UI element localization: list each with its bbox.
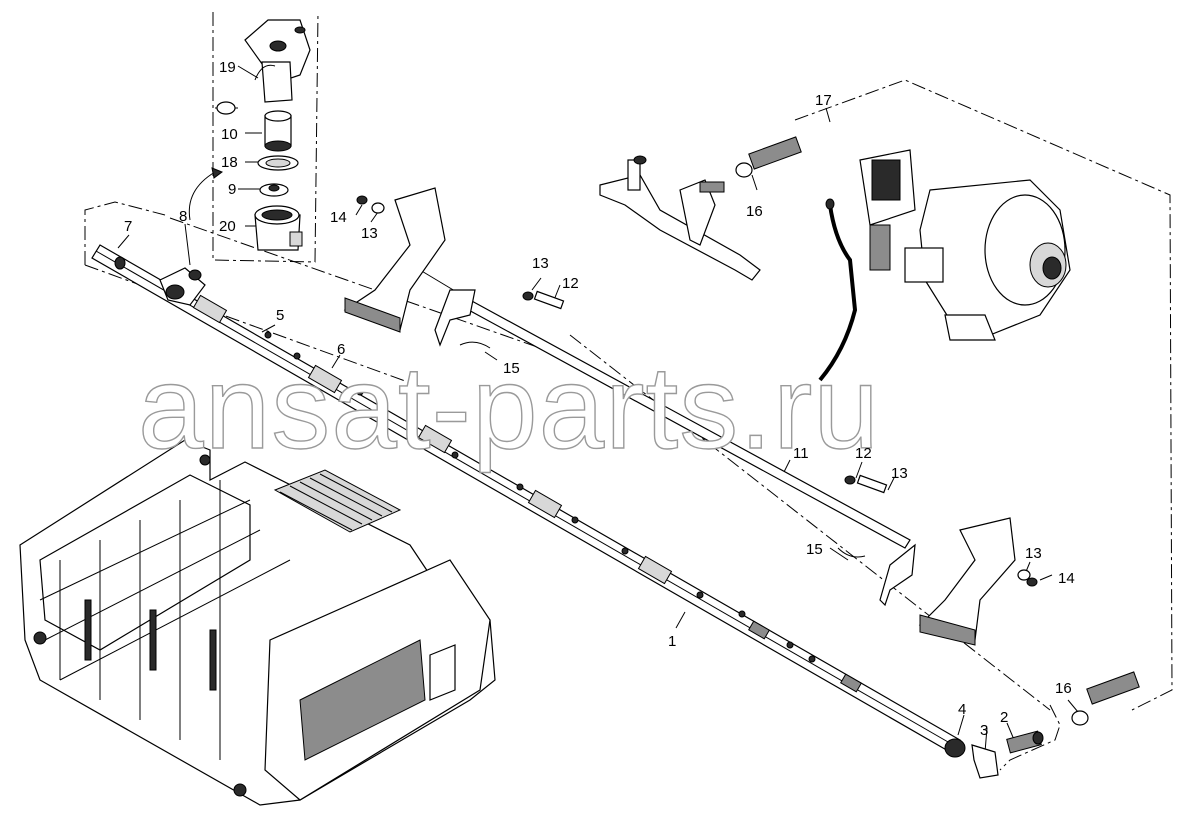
callout-5: 5 xyxy=(276,307,284,324)
callout-20: 20 xyxy=(219,218,236,235)
hardware-items xyxy=(356,195,1038,587)
callout-16: 16 xyxy=(746,203,763,220)
callout-15: 15 xyxy=(503,360,520,377)
callout-13: 13 xyxy=(532,255,549,272)
callout-19: 19 xyxy=(219,59,236,76)
watermark-text: ansat-parts.ru xyxy=(138,342,880,474)
callout-16-second: 16 xyxy=(1055,680,1072,697)
callout-18: 18 xyxy=(221,154,238,171)
inset-clip-19 xyxy=(216,101,236,115)
filter-fitting-8 xyxy=(159,267,206,306)
tube-couplings xyxy=(114,256,862,693)
callout-6: 6 xyxy=(337,341,345,358)
inset-filter-10 xyxy=(264,110,292,152)
tractor-frame xyxy=(19,439,496,806)
callout-4: 4 xyxy=(958,701,966,718)
callout-8: 8 xyxy=(179,208,187,225)
callout-7: 7 xyxy=(124,218,132,235)
callout-12: 12 xyxy=(562,275,579,292)
callout-10: 10 xyxy=(221,126,238,143)
hose-line xyxy=(818,198,858,382)
callout-13-second: 13 xyxy=(361,225,378,242)
regulator-assembly xyxy=(859,149,1071,341)
callout-17: 17 xyxy=(815,92,832,109)
callout-1: 1 xyxy=(668,633,676,650)
inset-valve-housing xyxy=(188,19,311,221)
inset-bowl-20 xyxy=(254,205,303,251)
inset-seal-18 xyxy=(257,155,299,171)
callout-3: 3 xyxy=(980,722,988,739)
callout-13-third: 13 xyxy=(891,465,908,482)
end-fittings xyxy=(944,730,1044,779)
callout-15-second: 15 xyxy=(806,541,823,558)
callout-13-fourth: 13 xyxy=(1025,545,1042,562)
pedal-upper xyxy=(343,187,446,333)
pedal-brackets xyxy=(434,289,916,607)
manifold-assembly xyxy=(599,155,761,281)
hose-pieces-16-17 xyxy=(735,136,1140,726)
callout-11: 11 xyxy=(793,445,809,462)
inset-valve-9 xyxy=(259,183,289,197)
callout-2: 2 xyxy=(1000,709,1008,726)
callout-labels: 1 2 3 4 5 6 7 8 9 10 11 12 13 14 15 16 1… xyxy=(124,59,1075,739)
callout-14: 14 xyxy=(330,209,347,226)
inset-frame xyxy=(212,11,319,263)
callout-14-second: 14 xyxy=(1058,570,1075,587)
pedal-lower xyxy=(918,517,1016,646)
callout-9: 9 xyxy=(228,181,236,198)
callout-12-second: 12 xyxy=(855,445,872,462)
